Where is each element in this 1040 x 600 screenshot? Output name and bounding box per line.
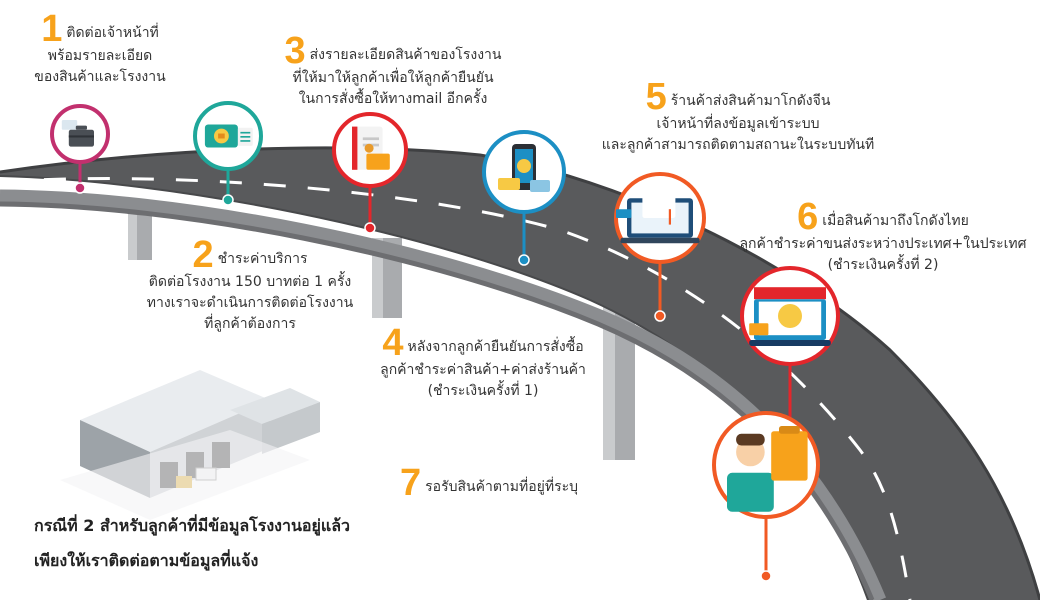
step-1-number: 1 [41,8,63,50]
step-6-line-2: ลูกค้าชำระค่าขนส่งระหว่างประเทศ+ในประเทศ [739,236,1027,252]
step-7-number: 7 [400,462,422,504]
note-line-2: เพียงให้เราติดต่อตามข้อมูลที่แจ้ง [34,551,259,570]
step-6-pin [740,266,840,430]
step-5-line-3: และลูกค้าสามารถติดตามสถานะในระบบทันที [601,137,875,153]
step-3-line-2: ที่ให้มาให้ลูกค้าเพื่อให้ลูกค้ายืนยัน [292,70,494,86]
step-2-line-3: ทางเราจะดำเนินการติดต่อโรงงาน [146,295,354,311]
step-2-pin [193,101,263,206]
step-4-line-2: ลูกค้าชำระค่าสินค้า+ค่าส่งร้านค้า [380,362,586,378]
step-4-number: 4 [382,322,404,364]
payment-icon [204,124,253,148]
customer-delivery-icon [727,426,808,512]
warehouse-icon [60,370,320,520]
mobile-payment-icon [498,144,550,192]
step-7-pin [712,411,820,582]
step-3-line-3: ในการสั่งซื้อให้ทางmail อีกครั้ง [298,91,488,107]
step-5-pin [614,172,706,322]
step-2-line-2: ติดต่อโรงงาน 150 บาทต่อ 1 ครั้ง [148,274,352,290]
note-line-1: กรณีที่ 2 สำหรับลูกค้าที่มีข้อมูลโรงงานอ… [34,516,350,535]
step-7-line-1: รอรับสินค้าตามที่อยู่ที่ระบุ [425,479,578,495]
step-4-line-3: (ชำระเงินครั้งที่ 1) [427,383,539,399]
step-4-pin [482,130,566,266]
step-1-line-3: ของสินค้าและโรงงาน [34,69,166,85]
step-3-number: 3 [284,30,306,72]
document-mail-icon [352,126,390,170]
laptop-mail-icon [616,189,700,244]
step-6-number: 6 [797,196,819,238]
step-2-number: 2 [192,234,214,276]
online-shop-icon [749,287,831,346]
step-6-line-1: เมื่อสินค้ามาถึงโกดังไทย [822,213,969,229]
step-5-number: 5 [645,76,667,118]
step-3-line-1: ส่งรายละเอียดสินค้าของโรงงาน [309,47,502,63]
briefcase-icon [61,120,94,147]
step-2-line-1: ชำระค่าบริการ [217,251,308,267]
step-1-line-1: ติดต่อเจ้าหน้าที่ [66,25,159,41]
step-5-line-1: ร้านค้าส่งสินค้ามาโกดังจีน [670,93,831,109]
step-3-pin [332,112,408,234]
step-6-line-3: (ชำระเงินครั้งที่ 2) [827,257,939,273]
step-5-line-2: เจ้าหน้าที่ลงข้อมูลเข้าระบบ [656,116,820,132]
step-1-line-2: พร้อมรายละเอียด [47,48,153,64]
step-2-line-4: ที่ลูกค้าต้องการ [204,316,296,332]
step-1-pin [50,104,110,194]
step-4-line-1: หลังจากลูกค้ายืนยันการสั่งซื้อ [407,339,584,355]
